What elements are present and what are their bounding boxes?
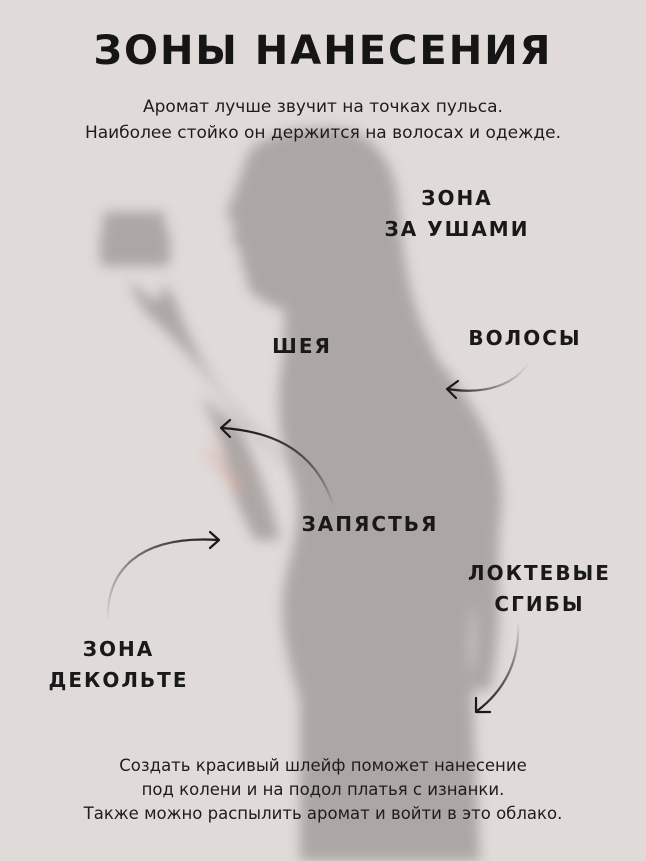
footer-line: под колени и на подол платья с изнанки. — [141, 780, 505, 799]
zone-label-hair: ВОЛОСЫ — [468, 326, 582, 350]
zone-label-behind-ears: ЗОНА ЗА УШАМИ — [384, 186, 530, 241]
subtitle: Аромат лучше звучит на точках пульса. На… — [0, 94, 646, 146]
footer-line: Создать красивый шлейф поможет нанесение — [119, 756, 527, 775]
zone-label-wrists: ЗАПЯСТЬЯ — [301, 512, 439, 536]
zone-label-neck: ШЕЯ — [272, 334, 332, 358]
subtitle-line: Аромат лучше звучит на точках пульса. — [143, 97, 503, 117]
footer-text: Создать красивый шлейф поможет нанесение… — [0, 754, 646, 826]
subtitle-line: Наиболее стойко он держится на волосах и… — [84, 123, 562, 143]
zone-label-elbows: ЛОКТЕВЫЕ СГИБЫ — [468, 561, 611, 616]
page-title: ЗОНЫ НАНЕСЕНИЯ — [93, 28, 553, 74]
footer-line: Также можно распылить аромат и войти в э… — [83, 804, 563, 823]
zone-label-decollete: ЗОНА ДЕКОЛЬТЕ — [48, 637, 189, 692]
